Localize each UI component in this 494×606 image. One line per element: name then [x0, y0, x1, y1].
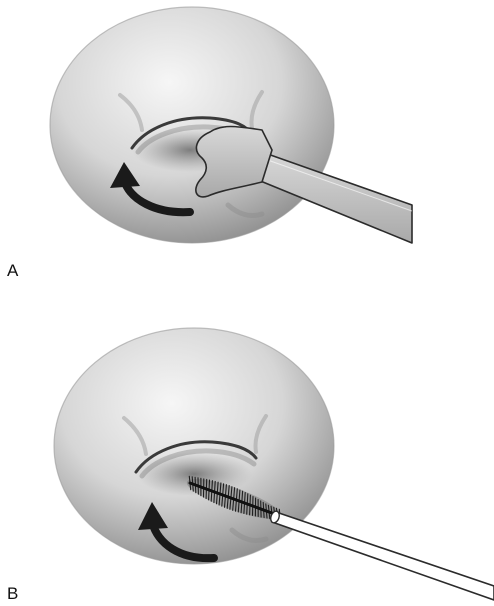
panel-b-illustration: [0, 300, 494, 606]
panel-a-illustration: [0, 0, 494, 300]
panel-label-a: A: [7, 262, 18, 279]
panel-label-b: B: [7, 585, 18, 602]
panel-a: A: [0, 0, 494, 300]
panel-b: B: [0, 300, 494, 606]
